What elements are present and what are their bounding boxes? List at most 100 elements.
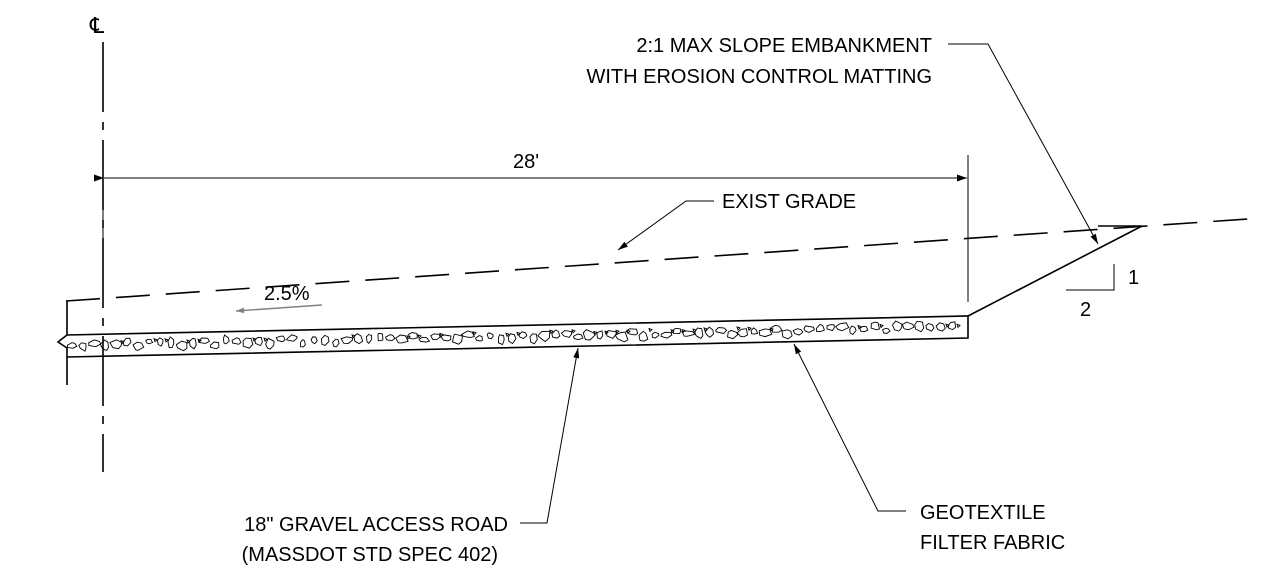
- gravel-stone: [145, 338, 154, 345]
- gravel-stone: [694, 327, 704, 339]
- gravel-stone: [67, 342, 78, 349]
- slope-ratio-rise-label: 1: [1128, 267, 1139, 289]
- geotextile-label-line1: GEOTEXTILE: [920, 502, 1046, 524]
- gravel-access-road-layer: [56, 301, 969, 385]
- gravel-stone: [537, 330, 551, 343]
- gravel-stone: [518, 331, 528, 340]
- gravel-stone: [815, 323, 825, 333]
- gravel-stone: [834, 322, 850, 332]
- gravel-stone: [285, 334, 298, 342]
- gravel-stone: [132, 341, 145, 351]
- gravel-stone: [385, 334, 396, 342]
- gravel-stone: [549, 329, 554, 335]
- gravel-stone: [626, 329, 631, 335]
- gravel-stone: [638, 330, 649, 342]
- gravel-stone: [771, 324, 783, 333]
- slope-arrow: [235, 304, 323, 314]
- embankment-leader: [948, 43, 1099, 245]
- exist-grade-leader: [617, 200, 714, 251]
- dimension-label: 28': [513, 151, 539, 173]
- gravel-stone: [625, 328, 639, 336]
- gravel-road-leader: [520, 347, 580, 524]
- gravel-stone: [395, 334, 409, 344]
- gravel-stone: [614, 331, 629, 343]
- gravel-stone: [956, 323, 961, 329]
- embankment-slope-line: [967, 225, 1143, 317]
- gravel-stone: [879, 323, 884, 329]
- gravel-stone: [78, 342, 87, 352]
- gravel-stone: [857, 324, 862, 330]
- gravel-stone: [167, 336, 175, 349]
- gravel-stone: [439, 332, 444, 338]
- gravel-stone: [275, 335, 286, 343]
- embankment-label-line1: 2:1 MAX SLOPE EMBANKMENT: [636, 35, 932, 57]
- gravel-stone: [914, 320, 925, 333]
- gravel-stone: [736, 328, 749, 338]
- gravel-stone: [300, 339, 306, 348]
- gravel-stone: [451, 333, 463, 345]
- gravel-stone: [571, 329, 576, 334]
- gravel-stone: [726, 329, 739, 340]
- gravel-stone: [758, 328, 773, 338]
- gravel-stone: [340, 336, 354, 344]
- gravel-stone: [593, 330, 598, 336]
- gravel-stone: [596, 330, 604, 340]
- gravel-stone: [605, 330, 617, 339]
- gravel-stone: [849, 325, 857, 335]
- gravel-stone: [122, 337, 132, 347]
- gravel-stone: [310, 336, 318, 345]
- gravel-road-label-line1: 18" GRAVEL ACCESS ROAD: [244, 514, 508, 536]
- gravel-stone: [265, 337, 275, 350]
- gravel-stone: [175, 340, 188, 352]
- gravel-stone: [365, 333, 373, 344]
- gravel-stone: [353, 333, 364, 345]
- gravel-stone: [109, 339, 123, 350]
- gravel-stone: [715, 327, 728, 334]
- gravel-stone: [417, 334, 422, 339]
- gravel-road-label-line2: (MASSDOT STD SPEC 402): [242, 544, 498, 566]
- gravel-stone: [418, 336, 431, 343]
- gravel-stone: [320, 334, 330, 347]
- gravel-stone: [486, 332, 494, 340]
- gravel-stone: [529, 333, 538, 345]
- gravel-stone: [792, 328, 804, 336]
- slope-percent-label: 2.5%: [264, 283, 310, 305]
- gravel-stone: [826, 324, 835, 332]
- gravel-stone: [242, 337, 254, 349]
- embankment-label-line2: WITH EROSION CONTROL MATTING: [586, 66, 932, 88]
- gravel-stone: [497, 334, 505, 346]
- gravel-stone: [935, 322, 946, 332]
- gravel-stone: [750, 327, 759, 335]
- gravel-stone: [736, 326, 741, 331]
- gravel-stone: [803, 325, 815, 333]
- gravel-stone: [859, 325, 869, 333]
- exist-grade-label: EXIST GRADE: [722, 191, 856, 213]
- gravel-stone: [870, 321, 881, 331]
- gravel-stone: [460, 330, 475, 339]
- gravel-stone: [507, 333, 517, 345]
- gravel-stone: [88, 339, 102, 348]
- existing-grade-line: [65, 217, 1263, 302]
- gravel-stone: [947, 321, 957, 330]
- geotextile-label-line2: FILTER FABRIC: [920, 532, 1065, 554]
- gravel-stone: [891, 320, 903, 332]
- gravel-stone: [474, 335, 483, 342]
- gravel-stone: [781, 329, 793, 340]
- gravel-stone: [472, 331, 477, 336]
- gravel-stone: [254, 337, 263, 347]
- gravel-stone: [704, 326, 714, 338]
- gravel-stone: [648, 327, 653, 333]
- gravel-stone: [925, 322, 935, 332]
- gravel-stone: [231, 337, 242, 345]
- gravel-stone: [209, 341, 220, 350]
- gravel-stone: [572, 333, 584, 341]
- gravel-stone: [153, 337, 158, 343]
- gravel-stone: [681, 330, 696, 337]
- gravel-stone: [615, 329, 620, 335]
- gravel-stone: [377, 332, 384, 342]
- gravel-stone: [406, 335, 411, 340]
- gravel-stone: [198, 337, 211, 344]
- gravel-stone: [188, 337, 197, 350]
- gravel-stone: [332, 338, 340, 348]
